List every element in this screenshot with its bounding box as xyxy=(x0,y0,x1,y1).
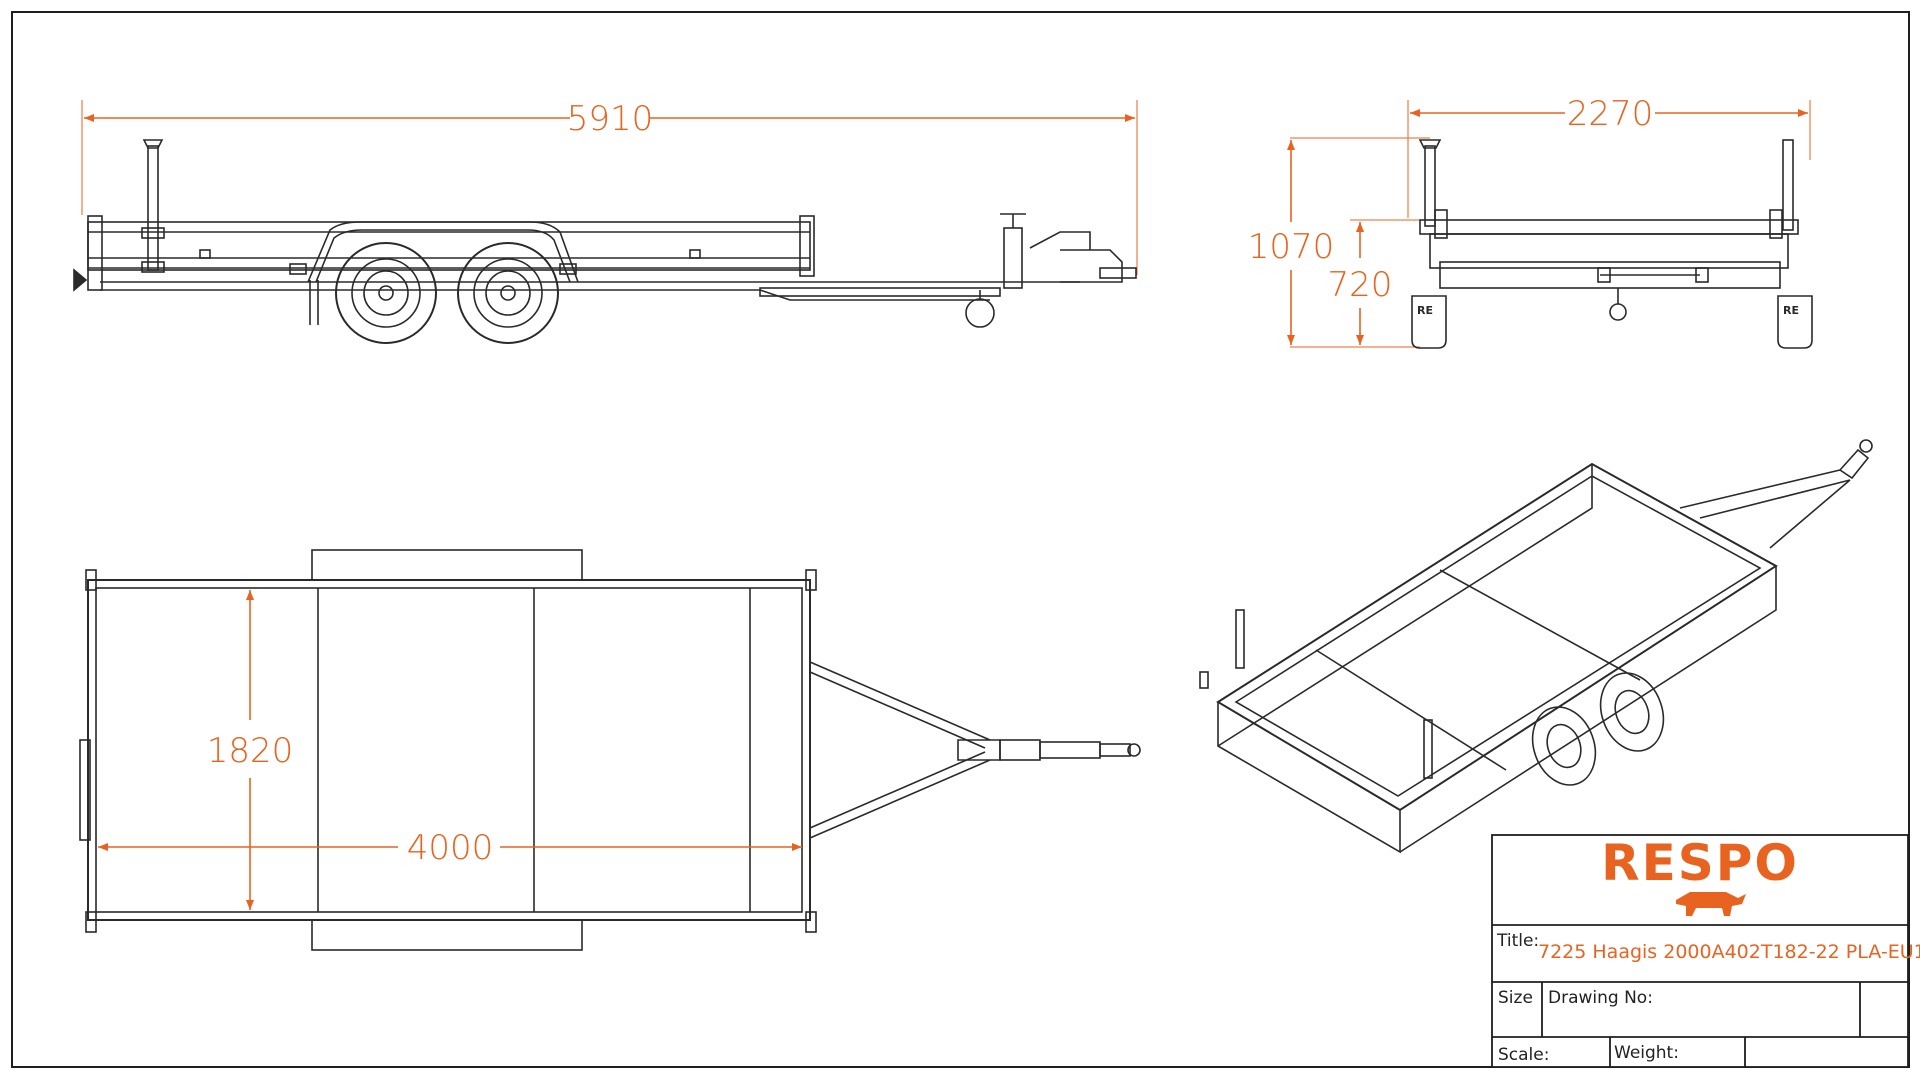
bull-icon xyxy=(1676,892,1746,916)
title-value: 7225 Haagis 2000A402T182-22 PLA-EU1- xyxy=(1538,941,1920,963)
front-view: RE RE xyxy=(1290,100,1813,349)
drawing-no-label: Drawing No: xyxy=(1548,988,1653,1008)
dim-side-length: 5910 xyxy=(567,99,654,139)
dim-top-length: 4000 xyxy=(407,828,494,868)
size-label: Size xyxy=(1498,988,1533,1008)
top-view xyxy=(79,549,1141,951)
dim-front-height-deck: 720 xyxy=(1328,265,1393,305)
isometric-view xyxy=(1199,439,1873,854)
svg-text:RE: RE xyxy=(1783,304,1799,317)
title-block xyxy=(1491,834,1909,1068)
title-label: Title: xyxy=(1496,931,1539,951)
dimensions xyxy=(84,109,1808,910)
dim-front-height-total: 1070 xyxy=(1248,227,1335,267)
weight-label: Weight: xyxy=(1614,1043,1679,1063)
dim-front-width: 2270 xyxy=(1567,94,1654,134)
scale-label: Scale: xyxy=(1498,1045,1549,1065)
side-view xyxy=(73,100,1138,344)
brand-logo: RESPO xyxy=(1601,834,1799,892)
sheet-border xyxy=(11,11,1910,1068)
dim-top-width: 1820 xyxy=(207,731,294,771)
svg-text:RE: RE xyxy=(1417,304,1433,317)
